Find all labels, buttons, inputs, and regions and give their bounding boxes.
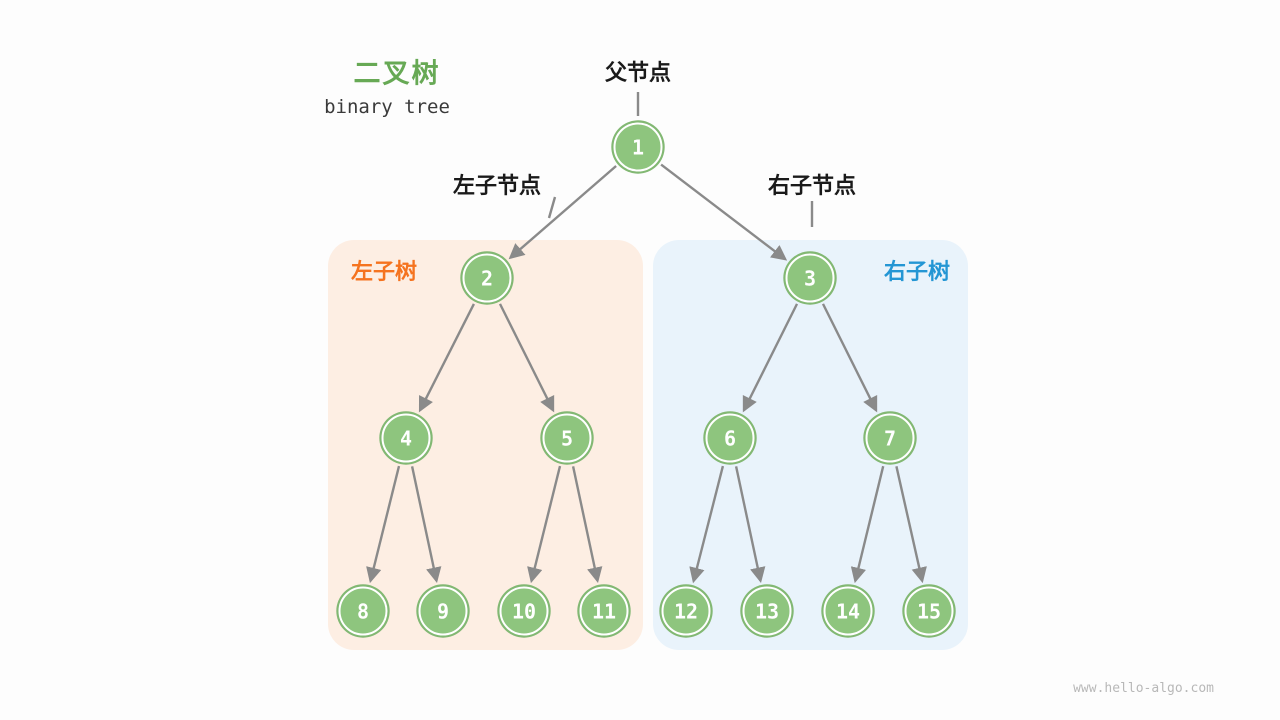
tree-node-9: 9 — [418, 586, 468, 636]
parent-node-label: 父节点 — [604, 60, 672, 85]
tree-node-2: 2 — [462, 253, 512, 303]
tree-node-5: 5 — [542, 413, 592, 463]
left-subtree-label: 左子树 — [350, 259, 418, 284]
tree-node-4: 4 — [381, 413, 431, 463]
tree-node-10: 10 — [499, 586, 549, 636]
tree-node-7: 7 — [865, 413, 915, 463]
tree-node-15: 15 — [904, 586, 954, 636]
left-child-label: 左子节点 — [452, 173, 542, 198]
diagram-title-zh: 二叉树 — [353, 58, 441, 89]
tree-node-1: 1 — [613, 122, 663, 172]
tree-node-8: 8 — [338, 586, 388, 636]
tree-node-14: 14 — [823, 586, 873, 636]
tree-node-13: 13 — [742, 586, 792, 636]
right-subtree-label: 右子树 — [883, 259, 951, 284]
right-child-label: 右子节点 — [767, 173, 857, 198]
tree-node-12: 12 — [661, 586, 711, 636]
diagram-title-en: binary tree — [324, 96, 450, 118]
watermark: www.hello-algo.com — [1073, 681, 1214, 696]
tree-node-6: 6 — [705, 413, 755, 463]
tree-node-3: 3 — [785, 253, 835, 303]
tree-node-11: 11 — [579, 586, 629, 636]
